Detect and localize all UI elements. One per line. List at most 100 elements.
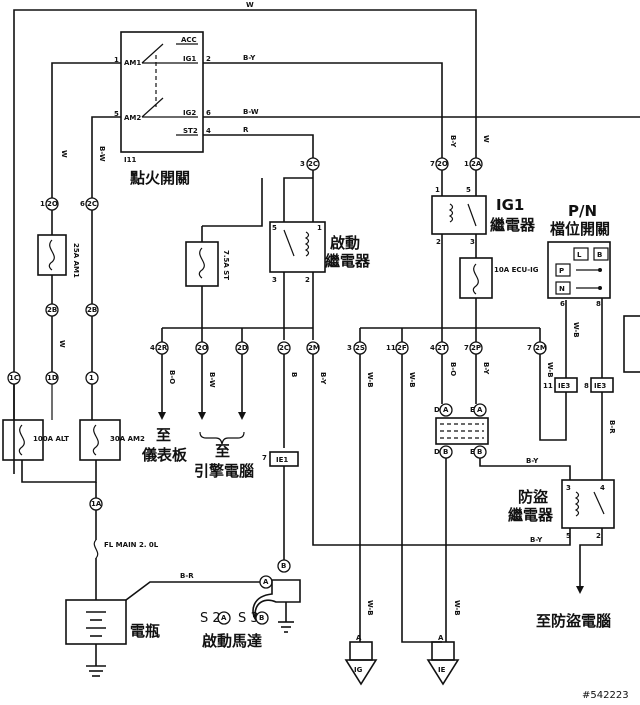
svg-text:B: B [443, 448, 448, 456]
junction-connector: A D A E B D B E [434, 403, 489, 459]
svg-text:P/N: P/N [568, 202, 597, 220]
svg-text:4: 4 [150, 344, 155, 352]
wire-label-top: W [246, 1, 254, 9]
connector-2m: 2M [306, 341, 320, 355]
svg-text:2: 2 [436, 238, 441, 246]
svg-text:S 3: S 3 [238, 611, 259, 626]
svg-text:B-R: B-R [180, 572, 194, 580]
svg-text:A: A [221, 614, 227, 622]
wire-top-w: W [13, 1, 477, 474]
fuse-alt: 100A ALT [2, 384, 69, 461]
svg-text:A: A [443, 406, 449, 414]
connector-2p: 2P 7 [464, 341, 483, 355]
svg-text:5: 5 [272, 224, 277, 232]
svg-text:D: D [434, 406, 440, 414]
pin-num-6: 6 [206, 109, 211, 117]
svg-text:11: 11 [386, 344, 396, 352]
svg-text:B-Y: B-Y [482, 362, 490, 375]
pin-num-4: 4 [206, 127, 211, 135]
partial-box-right [623, 315, 640, 373]
wire-label-ig2: B-W [243, 108, 259, 116]
wire-junction-down: W-B B-Y [445, 457, 571, 642]
svg-text:2C: 2C [308, 160, 318, 168]
svg-text:2P: 2P [471, 344, 481, 352]
svg-text:B-Y: B-Y [526, 457, 539, 465]
svg-text:A: A [263, 578, 269, 586]
connector-1d: 1D [45, 371, 59, 385]
svg-text:D: D [434, 448, 440, 456]
svg-text:2A: 2A [471, 160, 482, 168]
svg-text:2R: 2R [157, 344, 168, 352]
wire-ig2: B-W [203, 108, 640, 118]
svg-text:100A ALT: 100A ALT [33, 435, 69, 443]
svg-text:1C: 1C [9, 374, 19, 382]
wire-st2: R [203, 126, 314, 158]
svg-text:1A: 1A [91, 500, 102, 508]
svg-text:2S: 2S [355, 344, 365, 352]
ig1-relay: 2O 7 2A 1 B-Y W 1 5 2 3 IG1 繼電器 [430, 135, 536, 342]
svg-text:1: 1 [464, 160, 469, 168]
to-engine-label: 引擎電腦 [194, 462, 254, 480]
svg-text:B-O: B-O [449, 362, 457, 376]
pin-ig1: IG1 [183, 55, 196, 63]
connector-2t: 2T 4 [430, 341, 449, 355]
svg-text:5: 5 [566, 532, 571, 540]
wire-battery-starter [125, 581, 266, 601]
svg-text:2M: 2M [535, 344, 547, 352]
starter-label: 啟動馬達 [202, 632, 262, 650]
wire-middle-bus [161, 272, 314, 342]
wire-2t-2p: B-O B-Y [441, 354, 490, 404]
svg-text:W-B: W-B [572, 322, 580, 338]
pn-switch: P/N 檔位開關 L B P N 6 8 [547, 202, 611, 308]
svg-text:B-R: B-R [608, 420, 616, 434]
svg-text:2C: 2C [87, 200, 97, 208]
svg-text:N: N [559, 285, 565, 293]
svg-text:7: 7 [527, 344, 532, 352]
svg-text:E: E [470, 406, 475, 414]
battery-label: 電瓶 [130, 622, 160, 640]
svg-text:5: 5 [466, 186, 471, 194]
svg-text:2O: 2O [47, 200, 58, 208]
fuse-ecu-ig: 10A ECU-IG [459, 257, 539, 342]
svg-text:1: 1 [40, 200, 45, 208]
pin-num-1: 1 [114, 56, 119, 64]
svg-text:L: L [577, 251, 582, 259]
connector-2c-left: 2C 6 [80, 197, 99, 211]
svg-text:6: 6 [80, 200, 85, 208]
pin-ig2: IG2 [183, 109, 196, 117]
svg-text:B-Y: B-Y [530, 536, 543, 544]
svg-text:4: 4 [430, 344, 435, 352]
ignition-switch: AM1 AM2 ACC IG1 IG2 ST2 1 5 2 6 4 I11 點火… [114, 31, 211, 187]
svg-text:IG1: IG1 [496, 196, 524, 214]
wire-2s-ground: W-B W-B [359, 354, 374, 642]
svg-text:25A AM1: 25A AM1 [72, 243, 80, 278]
ground-ie: A IE [426, 634, 460, 686]
svg-text:2D: 2D [237, 344, 248, 352]
svg-text:2C: 2C [279, 344, 289, 352]
connector-2r: 2R 4 [150, 341, 169, 355]
svg-text:7.5A ST: 7.5A ST [222, 250, 230, 280]
svg-text:W-B: W-B [366, 600, 374, 616]
svg-text:繼電器: 繼電器 [490, 216, 536, 234]
connector-2m-right: 2M 7 [527, 341, 547, 355]
wire-label-bw: B-W [98, 146, 106, 162]
wire-fuse-bus [21, 460, 97, 483]
start-relay: 2C 3 5 1 3 2 啟動 繼電器 [269, 157, 371, 284]
wire-to-panel: B-O [158, 354, 176, 420]
svg-text:2: 2 [305, 276, 310, 284]
wire-label-st2: R [243, 126, 249, 134]
svg-text:8: 8 [584, 382, 589, 390]
svg-text:B: B [259, 614, 264, 622]
connector-2b-1: 2B [45, 303, 59, 317]
ground-ig: A IG [344, 634, 378, 686]
wire-label-w1: W [60, 150, 68, 158]
pin-st2: ST2 [183, 127, 198, 135]
wire-ig1: B-Y [203, 54, 443, 158]
svg-text:W: W [58, 340, 66, 348]
svg-text:8: 8 [596, 300, 601, 308]
svg-text:1: 1 [89, 374, 94, 382]
svg-text:2O: 2O [197, 344, 208, 352]
svg-text:11: 11 [543, 382, 553, 390]
svg-text:FL MAIN 2. 0L: FL MAIN 2. 0L [104, 541, 159, 549]
wire-ie3b: IE3 8 B-R [584, 298, 616, 480]
